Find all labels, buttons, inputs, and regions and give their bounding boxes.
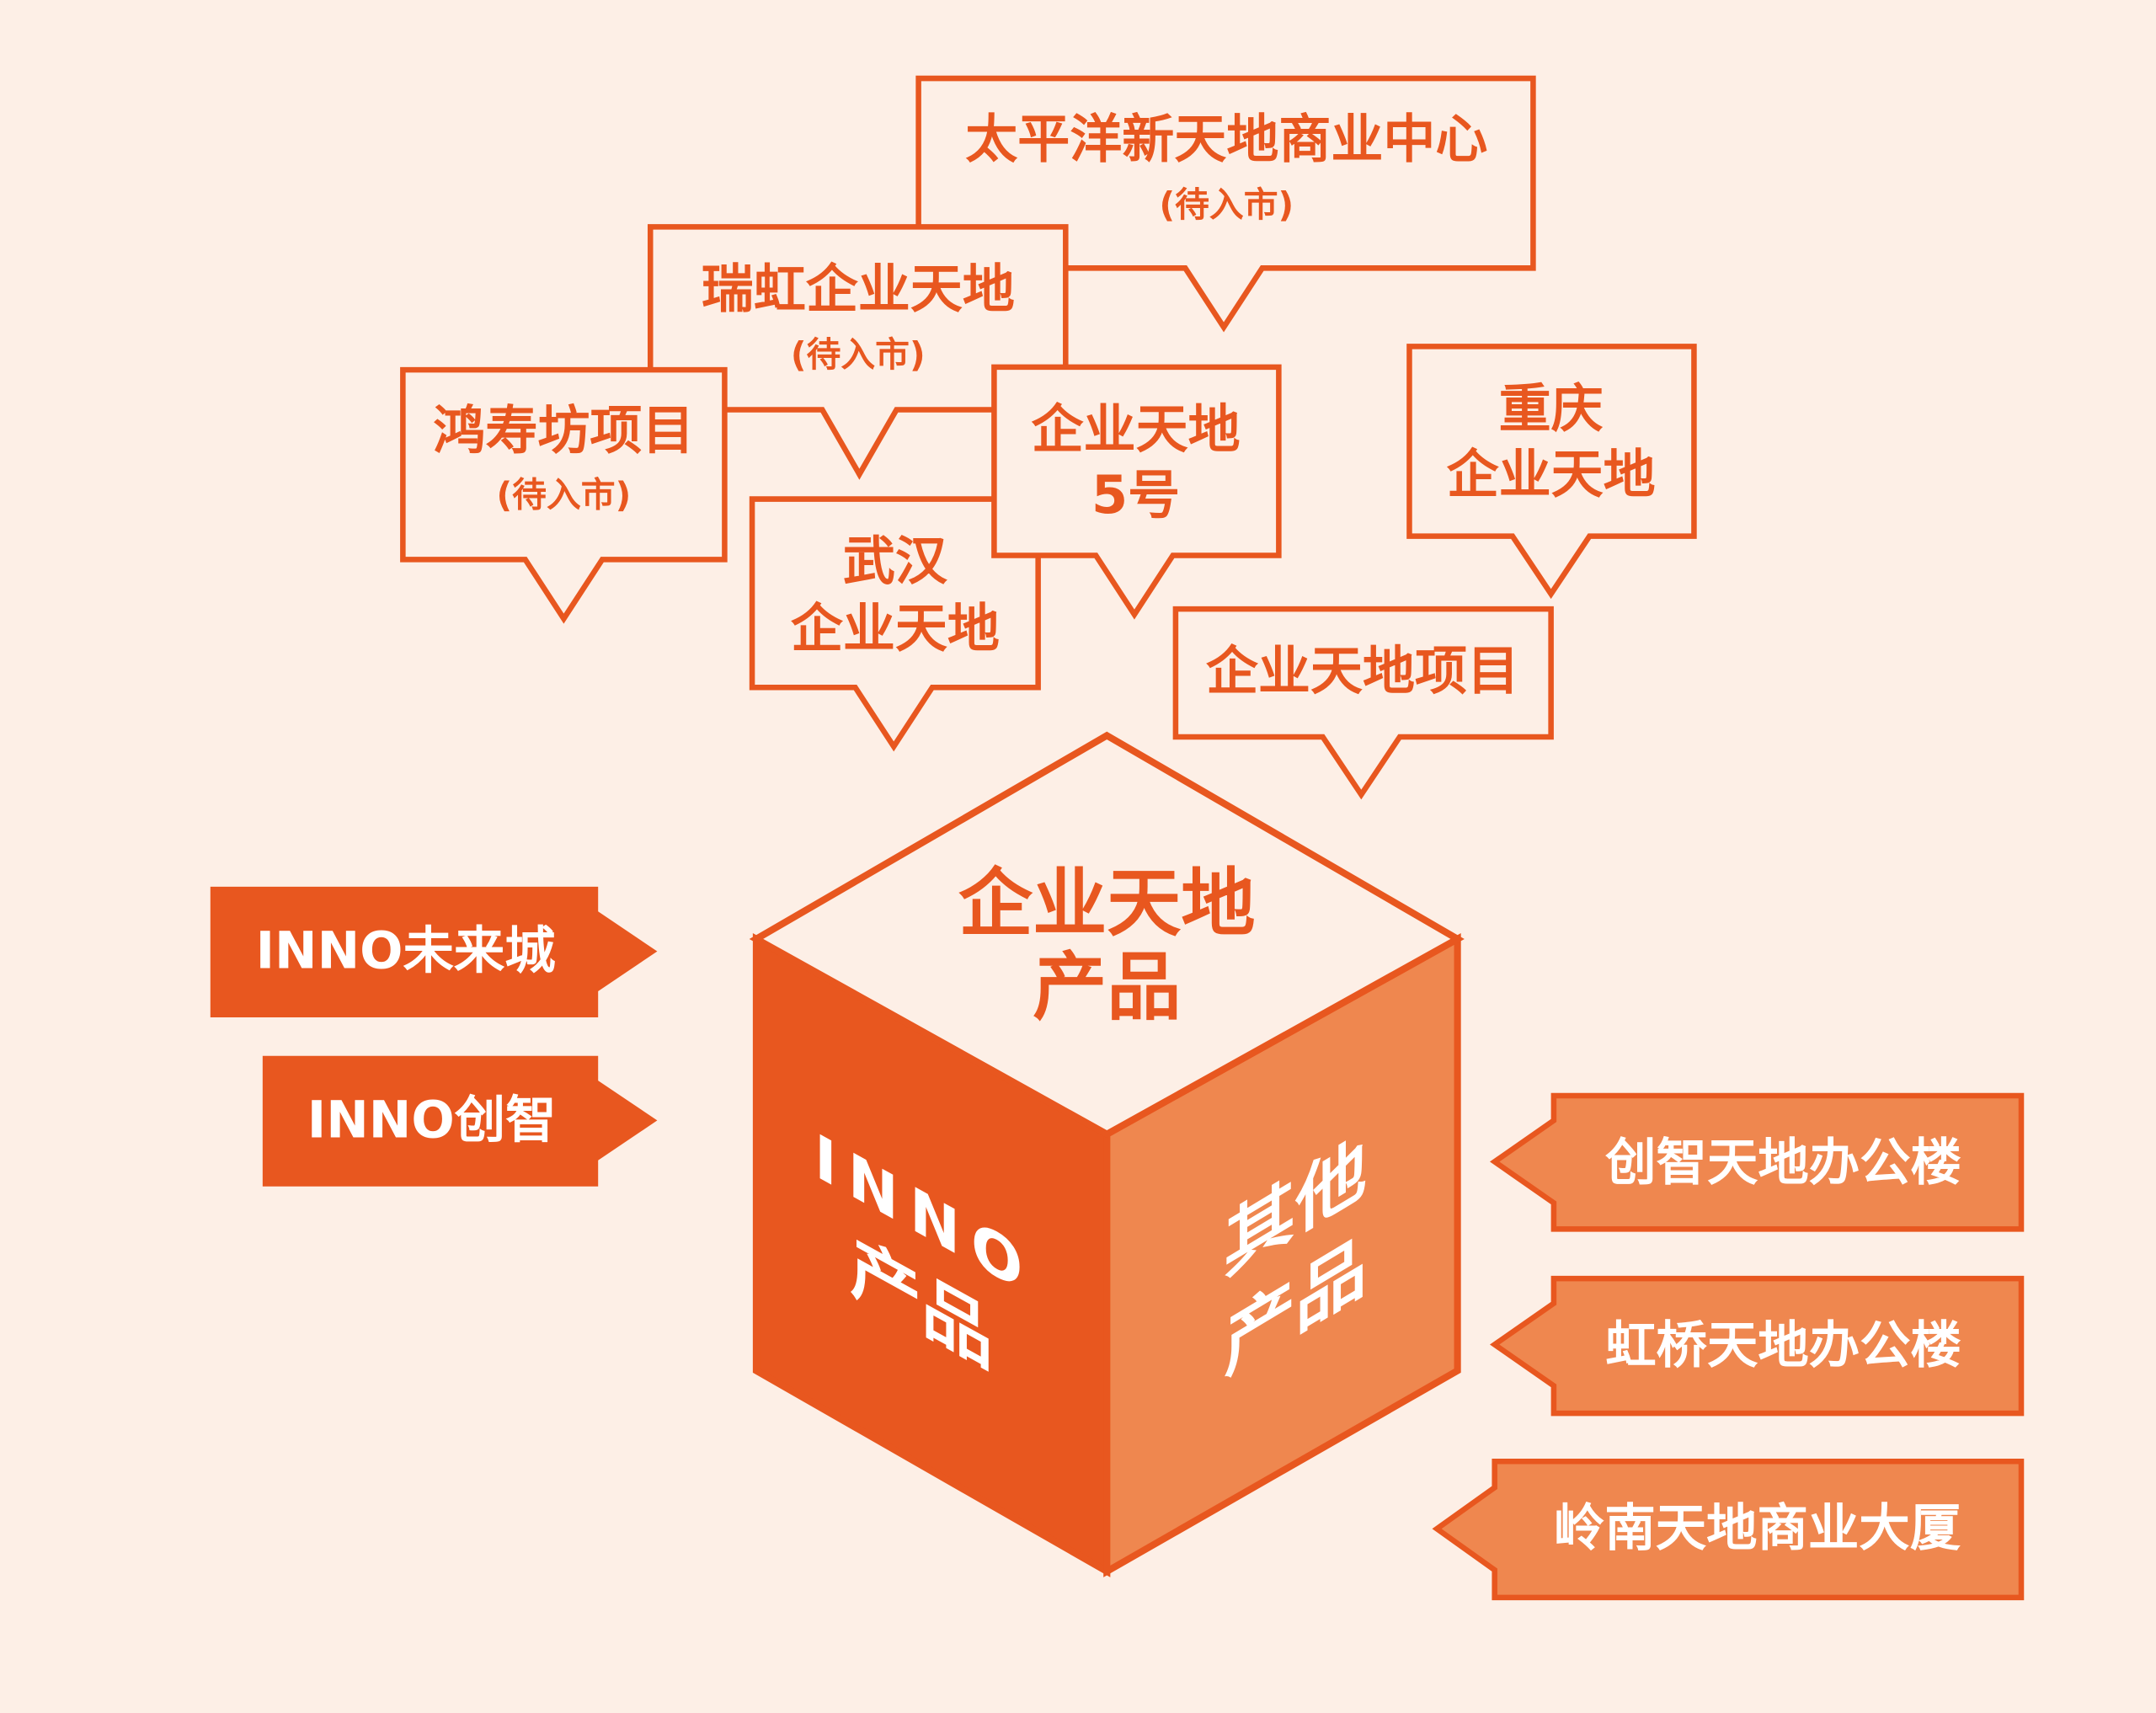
callout-title: 太平洋新天地商业中心 xyxy=(965,108,1487,169)
right-tag-lingnan-building: 岭南天地商业大厦 xyxy=(1432,1459,2025,1601)
tag-label: INNO未来城 xyxy=(256,922,556,981)
tag-shape xyxy=(262,1055,658,1187)
callout-title: 瑞虹企业天地 xyxy=(702,258,1015,319)
callout-status: (待入市) xyxy=(791,334,926,375)
callout-chongqing: 重庆 企业天地 xyxy=(1406,344,1697,600)
callout-hongshoufang: 鸿寿坊项目 (待入市) xyxy=(400,366,728,624)
callout-xintiandi-project: 企业天地项目 xyxy=(1172,606,1554,800)
tag-label: 岭南天地商业大厦 xyxy=(1554,1499,1961,1558)
callout-box xyxy=(1172,606,1554,800)
callout-box xyxy=(991,364,1282,620)
right-tag-hongqiao-office: 虹桥天地办公楼 xyxy=(1489,1275,2025,1417)
callout-title: 企业天地项目 xyxy=(1206,640,1519,702)
tag-label: 创智天地办公楼 xyxy=(1605,1134,1961,1193)
callout-subtitle: 5号 xyxy=(1091,464,1180,526)
tag-label: 虹桥天地办公楼 xyxy=(1605,1316,1961,1375)
callout-box xyxy=(1406,344,1697,600)
product-cube: 企业天地 产品 INNO 产品 其他 产品 xyxy=(749,731,1465,1577)
cube-top-line-1: 企业天地 xyxy=(958,860,1256,947)
callout-title: 企业天地 xyxy=(1032,398,1241,460)
callout-xintiandi-5: 企业天地 5号 xyxy=(991,364,1282,620)
cube-top-face xyxy=(749,731,1465,1139)
tag-shape xyxy=(1432,1459,2025,1601)
callout-subtitle: 企业天地 xyxy=(791,598,1000,659)
tag-shape xyxy=(1489,1275,2025,1417)
tag-shape xyxy=(210,886,658,1017)
tag-shape xyxy=(1489,1092,2025,1232)
cube-top-line-2: 产品 xyxy=(1033,944,1181,1031)
callout-title: 重庆 xyxy=(1499,377,1604,439)
left-tag-inno-future-city: INNO未来城 xyxy=(210,886,658,1017)
callout-status: (待入市) xyxy=(497,475,632,515)
callout-status: (待入市) xyxy=(1159,184,1294,225)
left-tag-inno-chuangzhi: INNO创智 xyxy=(262,1055,658,1187)
right-tag-chuangzhi-office: 创智天地办公楼 xyxy=(1489,1092,2025,1232)
callout-title: 武汉 xyxy=(843,531,948,592)
callout-box xyxy=(400,366,728,624)
tag-label: INNO创智 xyxy=(307,1091,557,1150)
callout-title: 鸿寿坊项目 xyxy=(433,399,694,461)
callout-subtitle: 企业天地 xyxy=(1447,444,1656,505)
